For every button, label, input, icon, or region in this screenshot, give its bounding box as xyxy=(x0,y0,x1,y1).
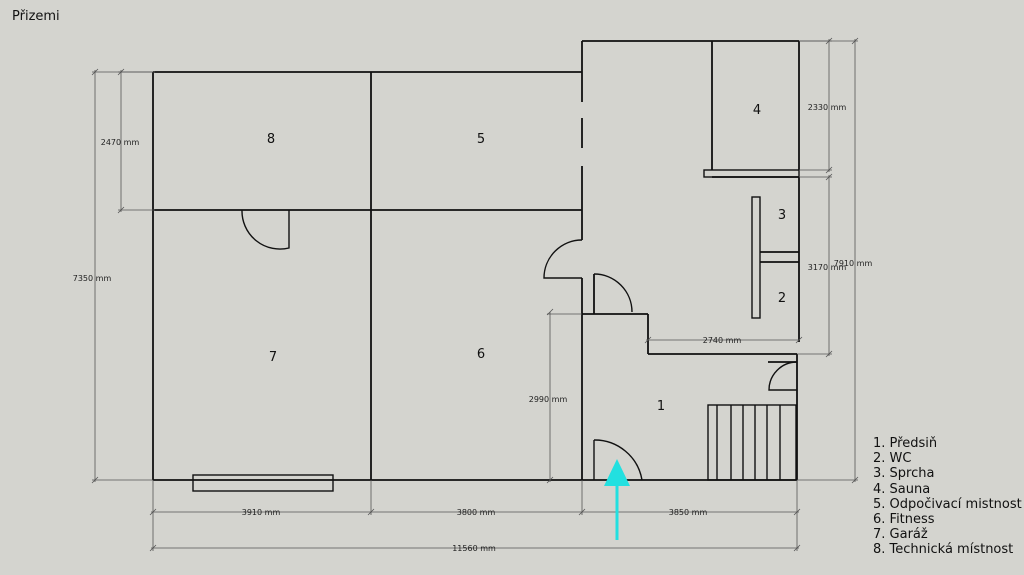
entrance-arrow-icon xyxy=(604,459,630,540)
dim-3800: 3800 mm xyxy=(457,508,496,517)
room-label-7: 7 xyxy=(269,350,277,365)
room-label-1: 1 xyxy=(657,399,665,414)
dimension-labels: 2470 mm 7350 mm 2330 mm 7910 mm 3170 mm … xyxy=(73,103,873,553)
dimension-lines xyxy=(91,37,859,552)
dim-3170: 3170 mm xyxy=(808,263,847,272)
dim-2470: 2470 mm xyxy=(101,138,140,147)
room-legend: 1. Předsiň 2. WC 3. Sprcha 4. Sauna 5. O… xyxy=(873,436,1022,558)
legend-item: 6. Fitness xyxy=(873,512,935,528)
legend-item: 2. WC xyxy=(873,451,912,467)
legend-item: 1. Předsiň xyxy=(873,436,938,451)
dim-3910: 3910 mm xyxy=(242,508,281,517)
legend-item: 5. Odpočivací mistnost xyxy=(873,496,1022,512)
dim-2330: 2330 mm xyxy=(808,103,847,112)
room-labels: 8 5 4 3 2 7 6 1 xyxy=(267,103,786,414)
room-label-4: 4 xyxy=(753,103,761,118)
legend-item: 4. Sauna xyxy=(873,481,931,497)
room-label-8: 8 xyxy=(267,132,275,147)
dim-2990: 2990 mm xyxy=(529,395,568,404)
room-label-2: 2 xyxy=(778,291,786,306)
legend-item: 8. Technická místnost xyxy=(873,542,1014,558)
room-label-3: 3 xyxy=(778,208,786,223)
plan-title: Přizemi xyxy=(12,9,60,24)
staircase xyxy=(707,404,797,481)
dim-2740: 2740 mm xyxy=(703,336,742,345)
dim-11560: 11560 mm xyxy=(452,544,496,553)
garage-door xyxy=(192,474,334,492)
door-swings xyxy=(241,209,798,481)
room-label-6: 6 xyxy=(477,347,485,362)
dim-7910: 7910 mm xyxy=(834,259,873,268)
legend-item: 7. Garáž xyxy=(873,527,928,543)
dim-3850: 3850 mm xyxy=(669,508,708,517)
dim-7350: 7350 mm xyxy=(73,274,112,283)
walls xyxy=(152,40,800,481)
room-label-5: 5 xyxy=(477,132,485,147)
legend-item: 3. Sprcha xyxy=(873,466,935,482)
